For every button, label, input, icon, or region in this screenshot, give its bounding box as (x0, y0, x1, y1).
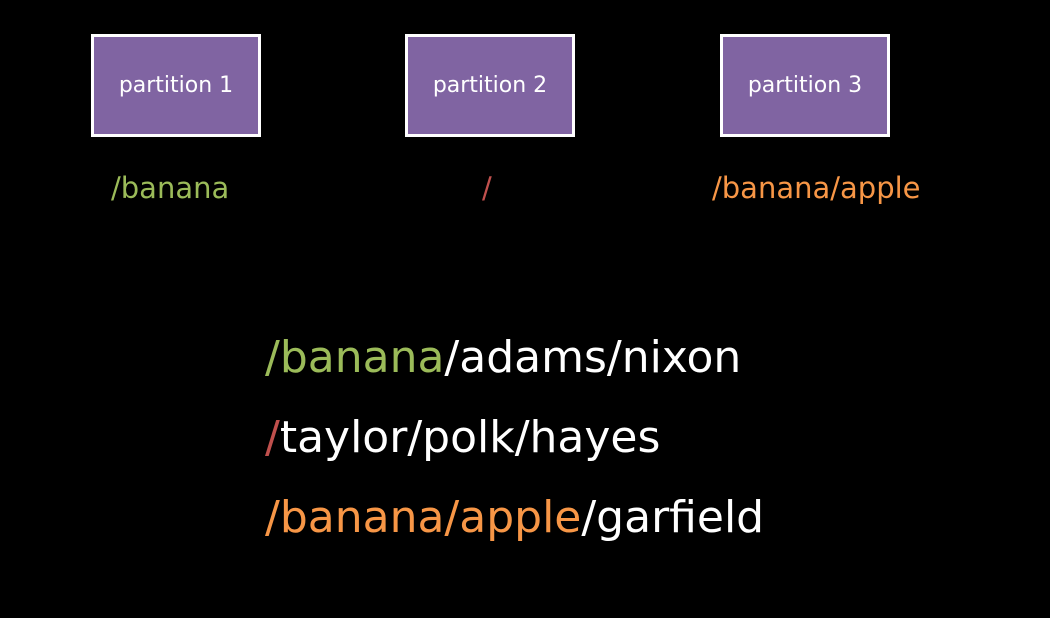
partition-2-prefix: / (482, 171, 492, 205)
partition-1-box: partition 1 (91, 34, 261, 137)
path-line-3: /banana/apple/garfield (265, 478, 764, 558)
path-line-1: /banana/adams/nixon (265, 318, 764, 398)
path-1-rest: /adams/nixon (444, 332, 742, 383)
partition-2-label: partition 2 (432, 73, 548, 98)
path-1-prefix: /banana (265, 332, 445, 383)
path-2-prefix: / (265, 412, 280, 463)
path-2-rest: taylor/polk/hayes (279, 412, 661, 463)
partition-3-label: partition 3 (747, 73, 863, 98)
partition-1-prefix: /banana (111, 171, 230, 205)
partition-3-prefix: /banana/apple (712, 171, 921, 205)
path-line-2: /taylor/polk/hayes (265, 398, 764, 478)
path-3-prefix: /banana/apple (265, 492, 582, 543)
partition-3-box: partition 3 (720, 34, 890, 137)
partition-2-box: partition 2 (405, 34, 575, 137)
path-3-rest: /garfield (581, 492, 765, 543)
partition-1-label: partition 1 (118, 73, 234, 98)
path-list: /banana/adams/nixon /taylor/polk/hayes /… (265, 318, 764, 558)
